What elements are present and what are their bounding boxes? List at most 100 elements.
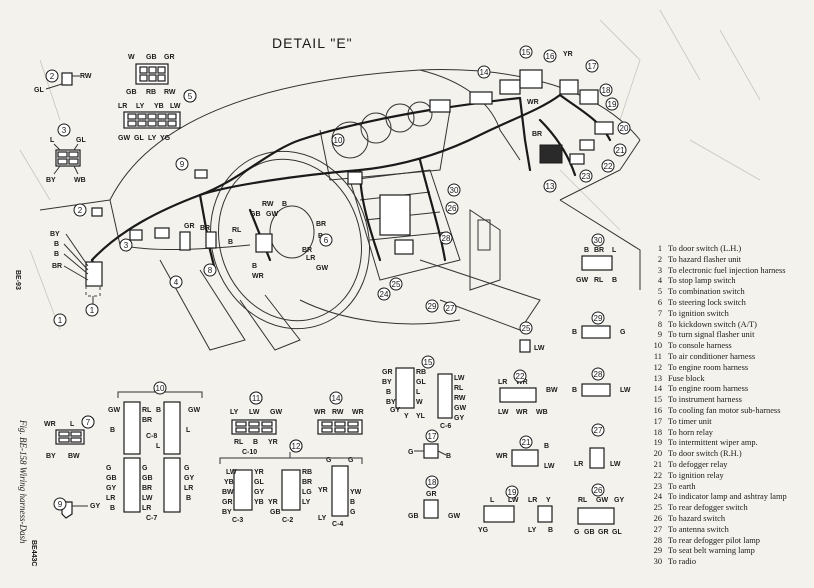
legend-number: 16 <box>653 405 662 415</box>
callout-circle <box>591 423 605 437</box>
wire-label: GL <box>612 529 622 536</box>
wire-label: B <box>54 251 59 258</box>
legend-text: To hazard switch <box>668 513 726 523</box>
wire-label: G <box>408 449 414 456</box>
wire-label: GL <box>416 379 426 386</box>
callout-circle <box>319 233 333 247</box>
callout-number: 24 <box>380 290 389 299</box>
callout-number: 12 <box>292 442 301 451</box>
connector-name: C-7 <box>146 515 157 522</box>
wire-label: B <box>584 247 589 254</box>
legend-number: 26 <box>653 513 662 523</box>
callout-number: 2 <box>78 206 83 215</box>
wire-label: YR <box>254 469 264 476</box>
legend-text: To engine room harness <box>668 362 749 372</box>
wire-label: LW <box>454 375 465 382</box>
callout-number: 26 <box>594 486 603 495</box>
wire-label: LW <box>620 387 631 394</box>
legend-text: To intermittent wiper amp. <box>668 438 758 448</box>
wire-label: GR <box>382 369 393 376</box>
connector-30: B BR L GW RL B <box>576 247 617 284</box>
wire-label: GB <box>146 54 157 61</box>
legend-text: To seat belt warning lamp <box>668 546 755 556</box>
wire-label: GW <box>108 407 120 414</box>
callout-circle <box>289 439 303 453</box>
wire-label: BY <box>382 379 392 386</box>
callout-number: 28 <box>442 234 451 243</box>
wire-label: RW <box>80 73 92 80</box>
connector-name: C-2 <box>282 517 293 524</box>
wire-label: GY <box>254 489 264 496</box>
connector-19: L LW LR Y YG LY B <box>478 497 553 534</box>
callout-number: 4 <box>174 278 179 287</box>
callout-circle <box>331 133 345 147</box>
callout-circle <box>389 277 403 291</box>
callout-number: 30 <box>450 186 459 195</box>
wire-label: GW <box>576 277 588 284</box>
wire-label: B <box>446 453 451 460</box>
wire-label: L <box>50 137 55 144</box>
callout-circle <box>445 201 459 215</box>
connector-25: LW <box>519 339 545 353</box>
callout-circle <box>153 381 167 395</box>
legend-number: 3 <box>657 265 662 275</box>
connector-name: C-6 <box>440 423 451 430</box>
callout-circle <box>579 169 593 183</box>
callout-number: 19 <box>608 100 617 109</box>
legend-number: 20 <box>653 449 662 459</box>
wire-label: WR <box>516 379 528 386</box>
wire-label: GB <box>270 509 281 516</box>
wire-label: GY <box>90 503 100 510</box>
callout-circle <box>605 97 619 111</box>
wire-label: RB <box>302 469 312 476</box>
callout-number: 22 <box>604 162 613 171</box>
callout-circle <box>591 233 605 247</box>
connector-3: L GL BY WB <box>46 137 86 184</box>
wire-label: GB <box>250 211 261 218</box>
callout-circle <box>443 301 457 315</box>
wire-label: GW <box>188 407 200 414</box>
legend-text: To horn relay <box>668 427 713 437</box>
callout-number: 9 <box>58 500 63 509</box>
wire-label: G <box>326 457 332 464</box>
wire-label: LY <box>148 135 157 142</box>
legend-text: Fuse block <box>668 373 705 383</box>
wire-label: YL <box>416 413 426 420</box>
legend-number: 27 <box>653 524 662 534</box>
wire-label: LW <box>142 495 153 502</box>
legend-number: 29 <box>653 546 662 556</box>
wire-label: RL <box>232 227 242 234</box>
callout-circle <box>591 367 605 381</box>
harness-connectors <box>85 69 614 287</box>
wire-label: WR <box>252 273 264 280</box>
wire-label: G <box>184 465 190 472</box>
legend-item: 26 To hazard switch <box>644 514 812 525</box>
callout-number: 17 <box>428 432 437 441</box>
wire-label: YW <box>350 489 362 496</box>
callout-number: 27 <box>594 426 603 435</box>
wire-label: GB <box>584 529 595 536</box>
wire-label: GR <box>426 491 437 498</box>
legend-text: To cooling fan motor sub-harness <box>668 405 781 415</box>
wire-label: RL <box>578 497 588 504</box>
wire-label: BY <box>222 509 232 516</box>
wire-label: LW <box>544 463 555 470</box>
wire-label: BR <box>594 247 604 254</box>
wire-label: Y <box>404 413 409 420</box>
wire-label: G <box>106 465 112 472</box>
wire-label: LR <box>106 495 115 502</box>
connector-15: GR BY B BY GY RB GL L W Y YL LW RL RW GW… <box>382 367 466 430</box>
callout-number: 2 <box>50 72 55 81</box>
wire-label: GY <box>184 475 194 482</box>
